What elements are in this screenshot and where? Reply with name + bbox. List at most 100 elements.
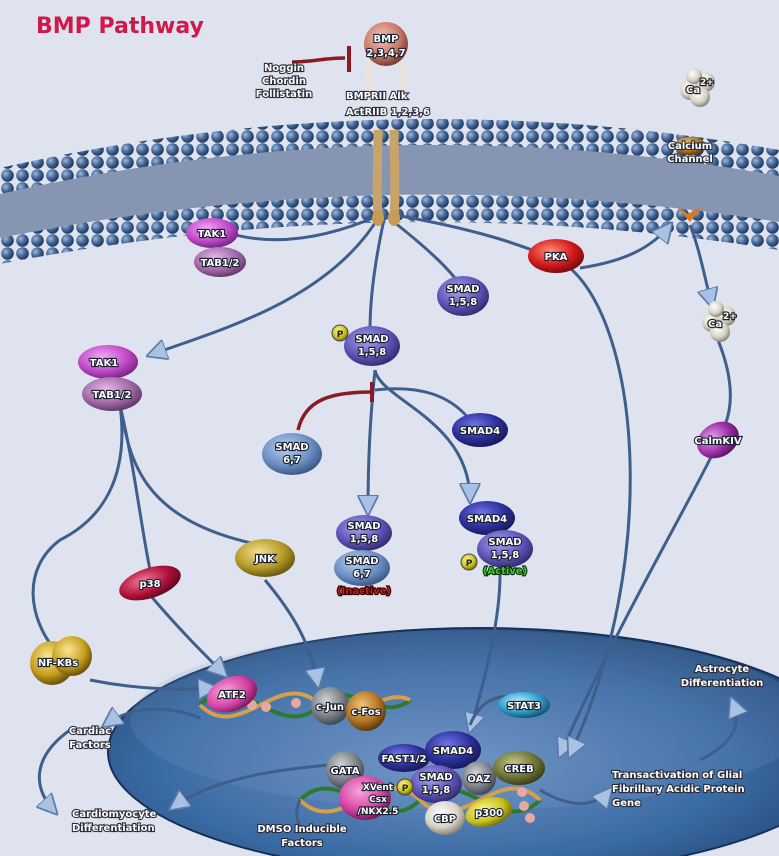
tab12-membrane: TAB1/2 (194, 247, 246, 277)
calcium-channel: Calcium Channel (666, 137, 714, 222)
p300-label: p300 (475, 808, 503, 819)
tak1-cytoplasm: TAK1 (78, 345, 138, 379)
phosphate-label-1: P (337, 330, 344, 340)
signaling-edges (31, 213, 736, 831)
atf2-label: ATF2 (218, 690, 246, 701)
calcium-ion-label: Ca (686, 85, 700, 96)
diagram-title: BMP Pathway (36, 14, 204, 39)
tak1-membrane: TAK1 (186, 218, 238, 248)
calcium-ion-intracellular: Ca 2+ (702, 301, 738, 342)
active-smad158-label-line1: SMAD (488, 537, 521, 548)
cardiomyocyte-label-line1: Cardiomyocyte (72, 809, 157, 820)
atf2: ATF2 (206, 675, 258, 713)
smad158-phosphorylated: SMAD 1,5,8 (344, 326, 400, 366)
smad4-cytoplasm: SMAD4 (452, 413, 508, 447)
bmp-ligand: BMP 2,3,4,7 (364, 22, 408, 66)
phosphate-label-2: P (466, 559, 473, 569)
inactive-smad67-label-line2: 6,7 (353, 569, 371, 580)
smad158-p-label-line1: SMAD (355, 334, 388, 345)
tab12-cytoplasm: TAB1/2 (82, 377, 142, 411)
tab12-cytoplasm-label: TAB1/2 (93, 390, 132, 401)
pka: PKA (528, 239, 584, 273)
stat3-label: STAT3 (507, 701, 541, 712)
calcium-ion-charge: 2+ (700, 78, 714, 88)
pka-label: PKA (545, 252, 568, 263)
tak1-membrane-label: TAK1 (198, 229, 227, 240)
calcium-ion-intracellular-label: Ca (708, 319, 722, 330)
smad4-cytoplasm-label: SMAD4 (460, 426, 500, 437)
jnk: JNK (235, 539, 295, 577)
smad4-nucleus-label: SMAD4 (433, 746, 473, 757)
oaz: OAZ (462, 761, 496, 795)
phosphate-label-3: P (402, 784, 409, 794)
smad158-nucleus: SMAD 1,5,8 P (396, 765, 462, 803)
smad158-free-label-line2: 1,5,8 (449, 297, 478, 308)
noggin-label: Noggin (264, 63, 304, 74)
p300: p300 (465, 797, 513, 827)
smad158-nucleus-label-line2: 1,5,8 (422, 785, 451, 796)
astrocyte-label-line1: Astrocyte (695, 664, 750, 675)
calcium-channel-label-line2: Channel (667, 154, 713, 165)
smad158-free: SMAD 1,5,8 (437, 276, 489, 316)
inactive-smad158-label-line2: 1,5,8 (350, 534, 379, 545)
smad158-p-label-line2: 1,5,8 (358, 347, 387, 358)
inactive-status-label: (Inactive) (337, 586, 391, 597)
cfos: c-Fos (346, 691, 386, 731)
astrocyte-label-line2: Differentiation (681, 678, 764, 689)
oaz-label: OAZ (467, 774, 490, 785)
active-status-label: (Active) (483, 566, 527, 577)
dmso-label-line2: Factors (281, 838, 323, 849)
chordin-label: Chordin (262, 76, 306, 87)
inactive-smad158-label-line1: SMAD (347, 521, 380, 532)
inactive-smad67-label-line1: SMAD (345, 556, 378, 567)
active-smad158-label-line2: 1,5,8 (491, 550, 520, 561)
active-complex: SMAD4 SMAD 1,5,8 (Active) P (459, 501, 533, 578)
inactive-complex: SMAD 1,5,8 SMAD 6,7 (Inactive) (334, 515, 392, 598)
receptor-label-line2: ActRIIB 1,2,3,6 (346, 107, 430, 118)
smad158-nucleus-label-line1: SMAD (419, 772, 452, 783)
xvent-label-line2: Csx (369, 795, 387, 805)
cbp-label: CBP (434, 814, 456, 825)
smad67-label-line1: SMAD (275, 442, 308, 453)
nfkb: NF-KBs (30, 636, 92, 685)
bmp-label: BMP (374, 34, 399, 45)
stat3: STAT3 (498, 692, 550, 718)
bmp-receptor (365, 58, 407, 226)
gata-label: GATA (331, 766, 360, 777)
cell-membrane (0, 118, 779, 264)
calcium-ion-intracellular-charge: 2+ (723, 312, 737, 322)
gfap-label-line3: Gene (612, 798, 641, 809)
creb-label: CREB (504, 764, 534, 775)
smad67-inhibitory: SMAD 6,7 (262, 433, 322, 475)
receptor-label-line1: BMPRII Alk (346, 91, 408, 102)
jnk-label: JNK (254, 554, 276, 565)
phosphate-marker-1: P (331, 324, 349, 342)
cjun-label: c-Jun (316, 702, 344, 713)
nfkb-label: NF-KBs (38, 658, 78, 669)
gfap-label-line2: Fibrillary Acidic Protein (612, 784, 745, 795)
p38-label: p38 (139, 579, 160, 590)
cardiac-factors-label-line1: Cardiac (69, 726, 111, 737)
xvent-csx-nkx25: XVent Csx /NKX2.5 (339, 776, 399, 820)
cjun: c-Jun (311, 687, 349, 725)
cbp: CBP (425, 801, 465, 835)
calcium-ion-extracellular: Ca 2+ (680, 68, 715, 107)
cardiomyocyte-label-line2: Differentiation (72, 823, 155, 834)
gfap-label-line1: Transactivation of Glial (612, 770, 742, 781)
fast12: FAST1/2 (378, 744, 430, 772)
smad4-nucleus: SMAD4 (425, 731, 481, 769)
xvent-label-line3: /NKX2.5 (358, 807, 399, 817)
active-smad4-label: SMAD4 (467, 514, 507, 525)
bmp-types-label: 2,3,4,7 (366, 48, 405, 59)
p38: p38 (119, 565, 181, 601)
smad67-label-line2: 6,7 (283, 455, 301, 466)
fast12-label: FAST1/2 (381, 754, 426, 765)
creb: CREB (493, 751, 545, 785)
calmk4-label: CalmKIV (694, 436, 741, 447)
cardiac-factors-label-line2: Factors (69, 740, 111, 751)
cfos-label: c-Fos (351, 707, 380, 718)
xvent-label-line1: XVent (363, 783, 394, 793)
tab12-membrane-label: TAB1/2 (201, 258, 240, 269)
